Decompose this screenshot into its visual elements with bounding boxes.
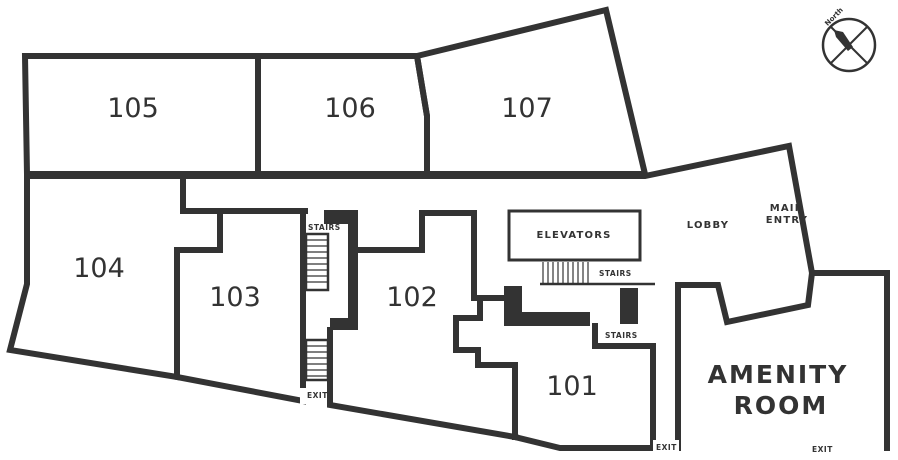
amenity-label-line1: AMENITY [708, 360, 849, 389]
unit-105-label: 105 [107, 93, 159, 124]
lobby-label: LOBBY [687, 220, 729, 231]
main-entry-label-line1: MAIN [770, 203, 805, 214]
amenity-label-line2: ROOM [734, 391, 829, 420]
amenity-room[interactable] [675, 270, 890, 451]
main-entry-label-line2: ENTRY [766, 215, 808, 226]
unit-101[interactable] [511, 323, 656, 451]
stairs-upper-label: STAIRS [599, 269, 632, 278]
elevators-label: ELEVATORS [536, 230, 611, 241]
unit-104-label: 104 [73, 253, 125, 284]
unit-107[interactable] [413, 6, 649, 177]
unit-101-label: 101 [546, 371, 598, 402]
compass-icon [821, 17, 877, 73]
unit-107-label: 107 [501, 93, 553, 124]
corridor-walls [24, 142, 816, 277]
unit-102[interactable] [327, 210, 519, 441]
unit-106-label: 106 [324, 93, 376, 124]
exit-left-label: EXIT [307, 391, 328, 400]
exit-center-label: EXIT [656, 443, 677, 452]
elevators [507, 209, 642, 262]
stairs-lower-label: STAIRS [605, 331, 638, 340]
stairs-left-label: STAIRS [308, 223, 341, 232]
unit-103-label: 103 [209, 282, 261, 313]
exit-right-label: EXIT [812, 445, 833, 454]
stairs-center [504, 262, 655, 326]
unit-102-label: 102 [386, 282, 438, 313]
